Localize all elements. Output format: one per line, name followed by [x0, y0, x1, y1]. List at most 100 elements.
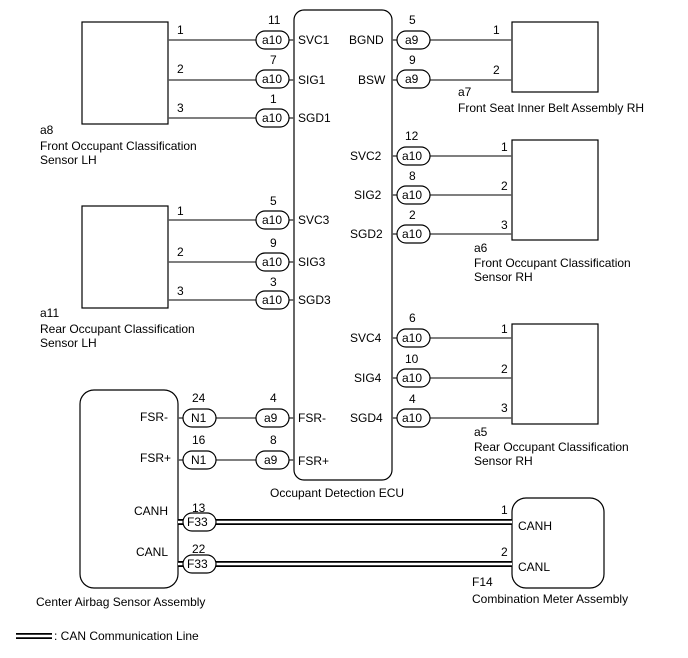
sensor-a6-id: a6 [474, 241, 488, 255]
ecu-pin: 9 [409, 53, 416, 67]
ecu-signal-sgd3: SGD3 [298, 293, 331, 307]
sensor-a7-name: Front Seat Inner Belt Assembly RH [458, 101, 644, 115]
legend-text: : CAN Communication Line [54, 629, 199, 643]
connector-n1-fsr-minus [182, 408, 217, 428]
ecu-signal-svc3: SVC3 [298, 213, 330, 227]
a11-pin-2: 2 [177, 245, 184, 259]
connector-label: a10 [402, 188, 422, 202]
sensor-a5-name-line1: Rear Occupant Classification [474, 440, 629, 454]
ecu-signal-sig4: SIG4 [354, 371, 382, 385]
connector-label: a10 [402, 149, 422, 163]
connector-label: a10 [402, 411, 422, 425]
sensor-a5-id: a5 [474, 425, 488, 439]
airbag-pin: 24 [192, 391, 206, 405]
ecu-signal-sgd4: SGD4 [350, 411, 383, 425]
connector-a10-sig4 [396, 368, 431, 388]
a5-pin-1: 1 [501, 322, 508, 336]
ecu-pin: 9 [270, 236, 277, 250]
ecu-signal-svc2: SVC2 [350, 149, 382, 163]
connector-a10-svc2 [396, 146, 431, 166]
ecu-pin: 4 [409, 392, 416, 406]
airbag-pin: 16 [192, 433, 206, 447]
ecu-pin: 5 [270, 194, 277, 208]
sensor-a7-id: a7 [458, 85, 472, 99]
a6-pin-3: 3 [501, 218, 508, 232]
connector-label: a9 [405, 72, 419, 86]
sensor-a11-box [81, 205, 169, 309]
connector-a10-sgd3 [255, 290, 290, 310]
a6-pin-1: 1 [501, 140, 508, 154]
connector-label: a10 [262, 72, 282, 86]
connector-a10-sig2 [396, 185, 431, 205]
ecu-label: Occupant Detection ECU [270, 486, 404, 500]
airbag-box [79, 389, 179, 589]
connector-label: a10 [402, 331, 422, 345]
connector-a9-bsw [396, 69, 431, 89]
connector-label: a10 [402, 371, 422, 385]
connector-a9-fsr-minus [255, 408, 290, 428]
sensor-a8-name-line1: Front Occupant Classification [40, 139, 197, 153]
connector-a10-svc4 [396, 328, 431, 348]
meter-pin: 2 [501, 545, 508, 559]
sensor-a6-name-line2: Sensor RH [474, 270, 533, 284]
ecu-signal-sig3: SIG3 [298, 255, 326, 269]
ecu-signal-bgnd: BGND [349, 33, 384, 47]
airbag-signal-fsr-plus: FSR+ [140, 451, 171, 465]
airbag-pin: 13 [192, 501, 206, 515]
a7-pin-2: 2 [493, 63, 500, 77]
connector-label: F33 [187, 515, 208, 529]
ecu-pin: 3 [270, 275, 277, 289]
airbag-label: Center Airbag Sensor Assembly [36, 595, 205, 609]
connector-label: a10 [262, 255, 282, 269]
connector-f33-canh [182, 512, 217, 532]
connector-label: F33 [187, 557, 208, 571]
sensor-a11-name-line1: Rear Occupant Classification [40, 322, 195, 336]
connector-label: a10 [262, 293, 282, 307]
sensor-a11-name-line2: Sensor LH [40, 336, 97, 350]
connector-label: a9 [264, 453, 278, 467]
connector-f33-canl [182, 554, 217, 574]
a11-pin-1: 1 [177, 204, 184, 218]
connector-label: N1 [191, 453, 207, 467]
ecu-signal-sig1: SIG1 [298, 73, 326, 87]
ecu-signal-sig2: SIG2 [354, 188, 382, 202]
a8-pin-1: 1 [177, 23, 184, 37]
ecu-pin: 7 [270, 53, 277, 67]
ecu-signal-svc4: SVC4 [350, 331, 382, 345]
a5-pin-2: 2 [501, 362, 508, 376]
airbag-pin: 22 [192, 542, 206, 556]
sensor-a6-name-line1: Front Occupant Classification [474, 256, 631, 270]
airbag-signal-fsr-minus: FSR- [140, 410, 168, 424]
connector-n1-fsr-plus [182, 450, 217, 470]
ecu-pin: 5 [409, 13, 416, 27]
a11-pin-3: 3 [177, 284, 184, 298]
connector-label: N1 [191, 411, 207, 425]
connector-label: a9 [405, 33, 419, 47]
connector-a10-sig1 [255, 69, 290, 89]
connector-a10-sig3 [255, 252, 290, 272]
a6-pin-2: 2 [501, 179, 508, 193]
connector-label: a10 [262, 111, 282, 125]
ecu-pin: 8 [409, 169, 416, 183]
ecu-pin: 1 [270, 92, 277, 106]
sensor-a7-box [511, 21, 599, 93]
sensor-a8-box [81, 21, 169, 125]
connector-label: a10 [262, 213, 282, 227]
connector-a9-bgnd [396, 30, 431, 50]
connector-a10-sgd4 [396, 408, 431, 428]
meter-signal-canl: CANL [518, 560, 550, 574]
ecu-pin: 11 [268, 13, 281, 27]
sensor-a5-name-line2: Sensor RH [474, 454, 533, 468]
ecu-signal-sgd2: SGD2 [350, 227, 383, 241]
sensor-a5-box [511, 323, 599, 425]
connector-label: a9 [264, 411, 278, 425]
meter-pin: 1 [501, 503, 508, 517]
ecu-signal-fsr-plus: FSR+ [298, 454, 329, 468]
ecu-signal-fsr-minus: FSR- [298, 411, 326, 425]
ecu-signal-sgd1: SGD1 [298, 111, 331, 125]
meter-id: F14 [472, 575, 493, 589]
airbag-signal-canl: CANL [136, 545, 168, 559]
ecu-signal-bsw: BSW [358, 73, 386, 87]
a8-pin-2: 2 [177, 62, 184, 76]
